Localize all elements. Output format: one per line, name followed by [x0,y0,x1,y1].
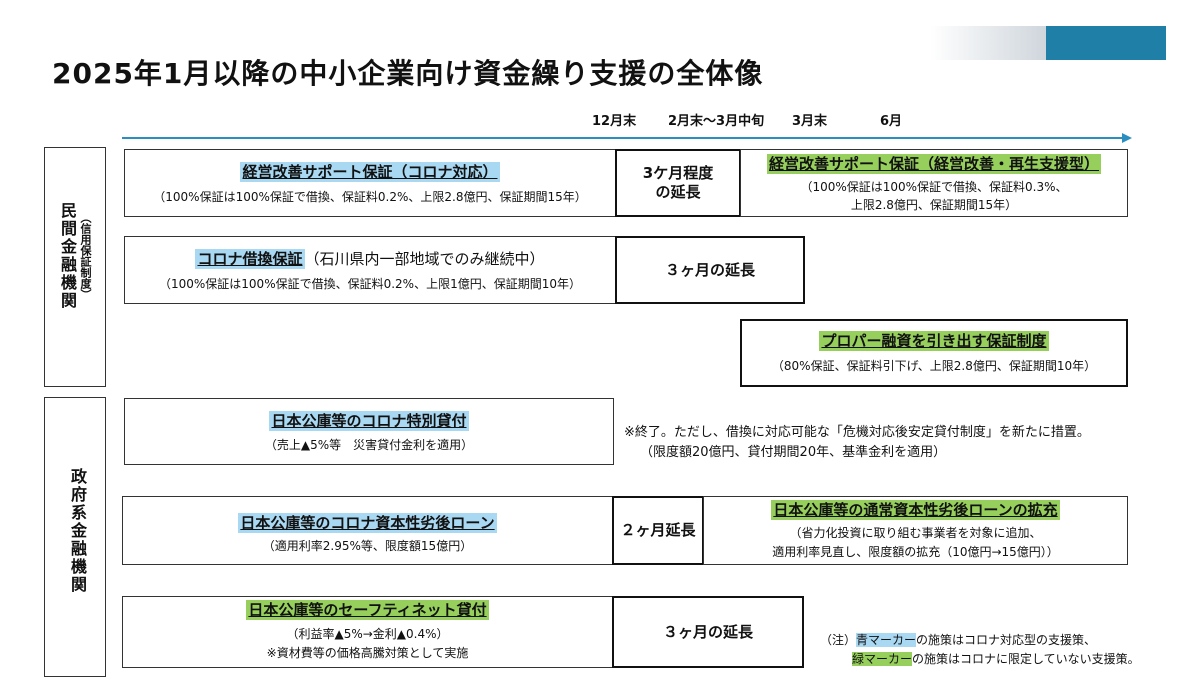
extension-box-2months: ２ヶ月延長 [612,496,704,565]
covid-subordinated-loan-box: 日本公庫等のコロナ資本性劣後ローン （適用利率2.95%等、限度額15億円） [122,496,613,565]
keiei-kaizen-saisei-note-2: 上限2.8億円、保証期間15年） [850,198,1018,212]
legend-blue-marker: 青マーカー [856,633,917,647]
covid-refinance-note: （100%保証は100%保証で借換、保証料0.2%、上限1億円、保証期間10年） [158,277,581,291]
header-gradient [930,26,1046,60]
covid-subordinated-loan-note: （適用利率2.95%等、限度額15億円） [262,539,473,553]
safety-net-loan-note-1: （利益率▲5%→金利▲0.4%） [286,627,449,641]
covid-special-loan-box: 日本公庫等のコロナ特別貸付 （売上▲5%等 災害貸付金利を適用） [124,398,614,465]
covid-refinance-box: コロナ借換保証（石川県内一部地域でのみ継続中） （100%保証は100%保証で借… [124,236,616,304]
proper-loan-guarantee-box: プロパー融資を引き出す保証制度 （80%保証、保証料引下げ、上限2.8億円、保証… [740,319,1128,387]
header-decoration [930,26,1166,60]
safety-net-loan-note-2: ※資材費等の価格高騰対策として実施 [266,646,469,660]
page-title: 2025年1月以降の中小企業向け資金繰り支援の全体像 [52,57,764,90]
legend-blue-text: の施策はコロナ対応型の支援策、 [916,633,1097,647]
proper-loan-guarantee-note: （80%保証、保証料引下げ、上限2.8億円、保証期間10年） [771,359,1097,373]
keiei-kaizen-covid-note: （100%保証は100%保証で借換、保証料0.2%、上限2.8億円、保証期間15… [153,190,587,204]
legend-green-marker: 緑マーカー [852,652,913,666]
extension-label: ２ヶ月延長 [620,521,696,539]
government-label-box: 政府系金融機関 [44,397,106,677]
private-sector-label-box: 民間金融機関 （信用保証制度） [44,147,106,387]
regular-subordinated-loan-note-2: 適用利率見直し、限度額の拡充（10億円→15億円）） [772,545,1059,559]
private-sector-sublabel: （信用保証制度） [79,212,92,300]
keiei-kaizen-saisei-box: 経営改善サポート保証（経営改善・再生支援型） （100%保証は100%保証で借換… [740,149,1128,217]
keiei-kaizen-covid-box: 経営改善サポート保証（コロナ対応） （100%保証は100%保証で借換、保証料0… [124,149,616,217]
header-accent-bar [1046,26,1166,60]
safety-net-loan-title: 日本公庫等のセーフティネット貸付 [246,600,489,620]
covid-special-loan-remark-2: （限度額20億円、貸付期間20年、基準金利を適用） [640,445,947,460]
regular-subordinated-loan-title: 日本公庫等の通常資本性劣後ローンの拡充 [771,500,1060,520]
regular-subordinated-loan-box: 日本公庫等の通常資本性劣後ローンの拡充 （省力化投資に取り組む事業者を対象に追加… [703,496,1128,565]
covid-special-loan-remark-1: ※終了。ただし、借換に対応可能な「危機対応後安定貸付制度」を新たに措置。 [624,425,1090,440]
timeline-label-feb-mar: 2月末～3月中旬 [668,114,765,129]
covid-refinance-title-suffix: （石川県内一部地域でのみ継続中） [304,250,545,268]
government-label: 政府系金融機関 [68,468,87,594]
extension-line2: の延長 [655,183,701,201]
timeline-arrow-icon [1122,133,1132,143]
keiei-kaizen-saisei-title: 経営改善サポート保証（経営改善・再生支援型） [766,154,1101,174]
legend-prefix: （注） [820,633,857,647]
extension-box-3months-safety: ３ヶ月の延長 [612,596,804,668]
safety-net-loan-box: 日本公庫等のセーフティネット貸付 （利益率▲5%→金利▲0.4%） ※資材費等の… [122,596,613,668]
timeline-label-mar: 3月末 [792,114,828,129]
extension-box-3months-refinance: ３ヶ月の延長 [615,236,805,304]
timeline-axis [122,137,1124,139]
covid-special-loan-note: （売上▲5%等 災害貸付金利を適用） [264,438,474,452]
legend-green-text: の施策はコロナに限定していない支援策。 [912,652,1140,666]
private-sector-label: 民間金融機関 [58,202,77,310]
covid-subordinated-loan-title: 日本公庫等のコロナ資本性劣後ローン [238,513,497,533]
timeline-label-dec: 12月末 [592,114,637,129]
legend-line-1: （注）青マーカーの施策はコロナ対応型の支援策、 [820,631,1096,648]
proper-loan-guarantee-title: プロパー融資を引き出す保証制度 [819,331,1049,351]
extension-box-3months-approx: 3ケ月程度 の延長 [615,149,741,217]
extension-label: ３ヶ月の延長 [662,622,753,641]
legend-line-2: 緑マーカーの施策はコロナに限定していない支援策。 [852,650,1140,667]
regular-subordinated-loan-note-1: （省力化投資に取り組む事業者を対象に追加、 [789,526,1042,540]
extension-line1: 3ケ月程度 [642,164,714,182]
keiei-kaizen-saisei-note-1: （100%保証は100%保証で借換、保証料0.3%、 [800,180,1068,194]
covid-special-loan-title: 日本公庫等のコロナ特別貸付 [269,411,469,431]
keiei-kaizen-covid-title: 経営改善サポート保証（コロナ対応） [240,162,500,182]
covid-refinance-title: コロナ借換保証 [195,249,305,269]
extension-label: ３ヶ月の延長 [664,260,755,279]
timeline-label-jun: 6月 [880,114,903,129]
